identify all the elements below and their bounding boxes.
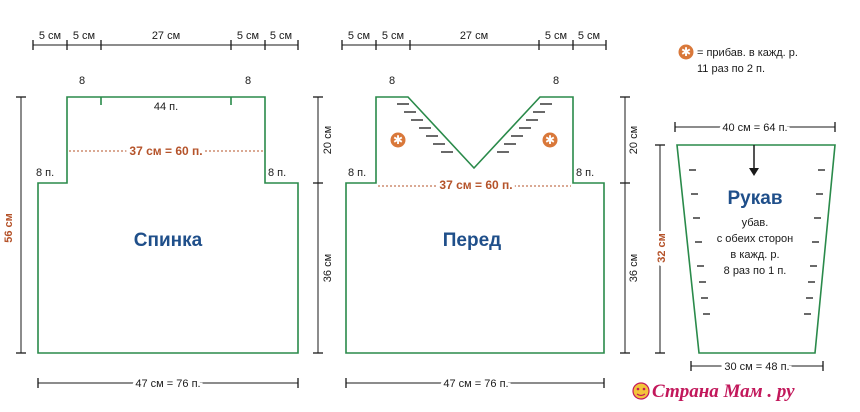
increase-symbol-icon: ✱ <box>542 132 558 148</box>
front-panel: 5 см 5 см 27 см 5 см 5 см ✱ <box>313 30 607 393</box>
front-outline <box>345 96 605 354</box>
back-bottom-width: 47 см = 76 п. <box>135 378 200 390</box>
back-top-seg-5: 5 см <box>270 30 292 42</box>
front-top-seg-1: 5 см <box>348 30 370 42</box>
watermark-text: Страна Мам . ру <box>652 381 795 402</box>
legend: ✱ = прибав. в кажд. р. 11 раз по 2 п. <box>678 44 798 75</box>
sleeve-panel: 40 см = 64 п. Рукав убав. с обеих сто <box>653 119 836 376</box>
sleeve-title: Рукав <box>728 188 783 209</box>
back-top-seg-4: 5 см <box>237 30 259 42</box>
front-armhole-width: 37 см = 60 п. <box>439 178 512 192</box>
front-top-seg-2: 5 см <box>382 30 404 42</box>
front-top-seg-3: 27 см <box>460 30 488 42</box>
back-top-seg-1: 5 см <box>39 30 61 42</box>
sleeve-upper-height: 20 см <box>628 126 640 154</box>
back-height-label: 56 см <box>3 213 15 243</box>
legend-line-2: 11 раз по 2 п. <box>697 63 765 75</box>
back-shoulder-right: 8 <box>245 75 251 87</box>
sleeve-bottom-width: 30 см = 48 п. <box>724 361 789 373</box>
back-armhole-width: 37 см = 60 п. <box>129 144 202 158</box>
front-shoulder-left: 8 <box>389 75 395 87</box>
front-bottom-width: 47 см = 76 п. <box>443 378 508 390</box>
increase-symbol-icon: ✱ <box>390 132 406 148</box>
front-top-seg-5: 5 см <box>578 30 600 42</box>
sleeve-decrease-ticks <box>689 169 825 315</box>
back-armhole-left: 8 п. <box>36 167 54 179</box>
watermark-logo: Страна Мам . ру <box>632 381 795 402</box>
sleeve-outline <box>676 144 836 354</box>
back-armhole-right: 8 п. <box>268 167 286 179</box>
sleeve-height-label: 32 см <box>656 233 668 263</box>
back-panel: 5 см 5 см 27 см 5 см 5 см 8 8 44 п. 37 с… <box>3 30 299 393</box>
front-neck-increase-ticks <box>397 103 552 153</box>
back-top-seg-2: 5 см <box>73 30 95 42</box>
front-shoulder-right: 8 <box>553 75 559 87</box>
front-lower-height: 36 см <box>322 254 334 282</box>
back-shoulder-left: 8 <box>79 75 85 87</box>
arrow-down-icon <box>749 168 759 176</box>
increase-symbol-icon: ✱ <box>678 44 694 60</box>
svg-text:✱: ✱ <box>545 133 555 147</box>
back-outline <box>37 96 299 354</box>
sleeve-top-width: 40 см = 64 п. <box>722 122 787 134</box>
front-armhole-left: 8 п. <box>348 167 366 179</box>
front-armhole-right: 8 п. <box>576 167 594 179</box>
back-neck-stitches: 44 п. <box>154 101 178 113</box>
svg-text:✱: ✱ <box>681 45 691 59</box>
legend-line-1: = прибав. в кажд. р. <box>697 47 798 59</box>
front-title: Перед <box>443 230 501 251</box>
front-upper-height: 20 см <box>322 126 334 154</box>
sleeve-lower-height: 36 см <box>628 254 640 282</box>
front-top-seg-4: 5 см <box>545 30 567 42</box>
sleeve-side-heights: 20 см 36 см <box>620 96 640 354</box>
sleeve-note-line-3: в кажд. р. <box>730 249 779 261</box>
sleeve-note-line-4: 8 раз по 1 п. <box>724 265 787 277</box>
back-title: Спинка <box>134 230 203 251</box>
sleeve-note-line-1: убав. <box>742 217 769 229</box>
sleeve-note-line-2: с обеих сторон <box>717 233 794 245</box>
svg-text:✱: ✱ <box>393 133 403 147</box>
back-top-seg-3: 27 см <box>152 30 180 42</box>
